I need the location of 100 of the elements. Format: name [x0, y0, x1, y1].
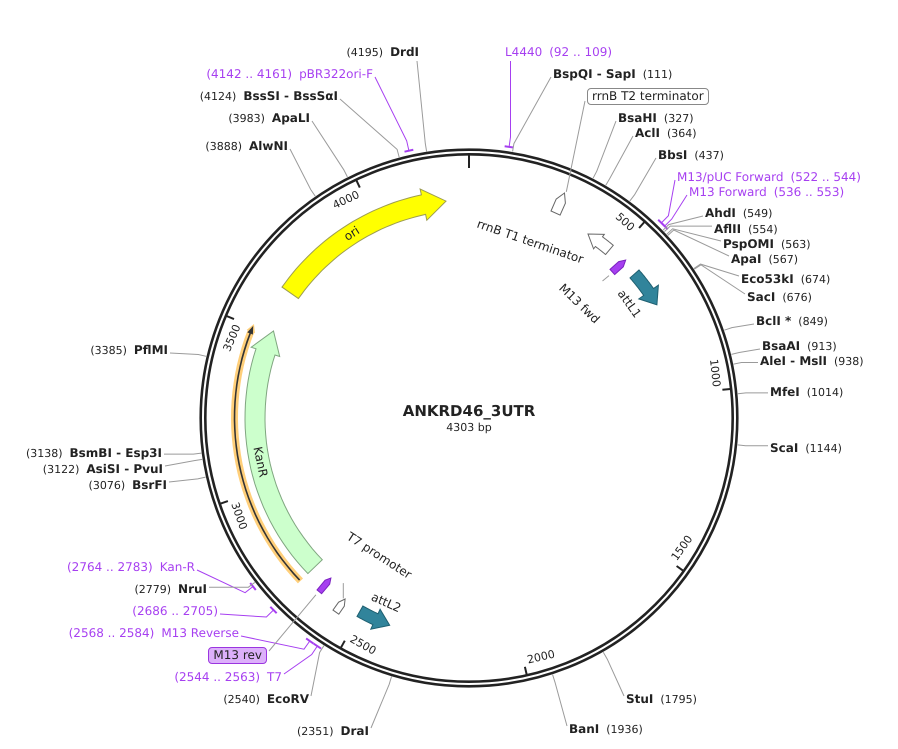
primer-range: (4142 .. 4161) [206, 67, 292, 81]
primer-symbol [316, 577, 332, 594]
enzyme-name: NruI [178, 582, 207, 596]
leader-line [602, 652, 624, 696]
enzyme-name: AsiSI - PvuI [86, 462, 163, 476]
promoter-symbol [332, 598, 346, 616]
enzyme-name: EcoRV [266, 692, 309, 706]
cut-site-position: (3138) [26, 447, 63, 461]
cut-site-position: (938) [834, 355, 864, 369]
cut-site-position: (4124) [200, 90, 236, 104]
enzyme-name: AflII [714, 222, 742, 236]
enzyme-name: BsmBI - Esp3I [70, 446, 162, 460]
tick-label: 500 [612, 210, 637, 234]
cut-site-position: (327) [664, 112, 694, 126]
cut-site-position: (111) [642, 68, 672, 82]
enzyme-name: StuI [626, 692, 654, 706]
plasmid-name: ANKRD46_3UTR [402, 402, 536, 420]
cut-site-position: (1936) [606, 723, 643, 737]
leader-line [310, 645, 324, 696]
feature-label: attL2 [370, 591, 404, 616]
cut-site-position: (2779) [134, 583, 172, 597]
cut-site-position: (1795) [660, 693, 697, 707]
leader-line [220, 606, 278, 618]
cut-site-position: (1014) [806, 386, 844, 400]
enzyme-name: ApaI [731, 252, 762, 266]
tick-label: 3500 [220, 322, 244, 354]
cut-site-position: (563) [780, 238, 811, 252]
primer-range: (522 .. 544) [790, 170, 861, 184]
cut-site-position: (3122) [42, 463, 80, 477]
leader-line [290, 148, 316, 197]
leader-line [552, 674, 568, 726]
leader-line [170, 352, 207, 357]
enzyme-name: BsaAI [762, 339, 800, 353]
cut-site-position: (549) [742, 207, 772, 221]
leader-line [724, 324, 754, 331]
tick-label: 1000 [706, 358, 723, 388]
primer-name: T7 [267, 670, 282, 684]
leader-line [664, 226, 712, 232]
primer-range: (2686 .. 2705) [132, 604, 218, 618]
leader-line [733, 362, 758, 365]
leader-line [370, 676, 392, 728]
tick-label: 3000 [228, 500, 250, 532]
leader-line [694, 264, 746, 294]
leader-line [629, 158, 656, 202]
leader-line [164, 452, 202, 455]
leader-line [666, 228, 722, 242]
primer-symbol [609, 259, 626, 276]
feature-label: ori [342, 224, 362, 244]
primer-name: M13 Forward [689, 185, 767, 199]
cut-site-position: (3076) [88, 479, 126, 493]
leader-line [512, 76, 552, 152]
feature-label: KanR [250, 446, 270, 479]
cut-site-position: (674) [800, 273, 830, 287]
primer-name: M13 Reverse [161, 626, 239, 640]
cut-site-position: (554) [748, 223, 778, 237]
enzyme-name: SacI [747, 290, 776, 304]
leader-line [374, 76, 414, 153]
enzyme-name: Eco53kI [741, 272, 794, 286]
primer-name: M13/pUC Forward [677, 170, 784, 184]
enzyme-name: BsrFI [132, 478, 167, 492]
primer-range: (2764 .. 2783) [67, 560, 153, 574]
cut-site-position: (676) [782, 291, 812, 305]
enzyme-name: AlwNI [249, 139, 288, 153]
tick-label: 2000 [526, 648, 556, 667]
cut-site-position: (437) [694, 149, 724, 163]
enzyme-name: ScaI [770, 441, 798, 455]
cut-site-position: (913) [807, 340, 837, 354]
cut-site-position: (849) [798, 315, 828, 329]
leader-line [416, 60, 428, 152]
enzyme-name: MfeI [770, 385, 800, 399]
leader-line [312, 120, 348, 178]
leader-line [667, 229, 730, 256]
leader-line [737, 444, 768, 446]
leader-line [240, 636, 314, 650]
primer-range: (2568 .. 2584) [68, 626, 154, 640]
leader-line [660, 194, 688, 230]
leader-line [602, 275, 610, 282]
leader-line [168, 476, 206, 482]
enzyme-name: AleI - MslI [760, 354, 828, 368]
enzyme-name: BspQI - SapI [553, 67, 636, 81]
leader-line [284, 642, 322, 674]
enzyme-name: DrdI [390, 45, 419, 59]
leader-line [196, 570, 257, 594]
cut-site-position: (3983) [228, 112, 265, 126]
enzyme-name: AhdI [705, 206, 736, 220]
primer-name: L4440 [505, 45, 542, 59]
primer-range: (536 .. 553) [774, 185, 844, 199]
primer-name: Kan-R [160, 560, 195, 574]
cut-site-position: (3888) [205, 140, 242, 154]
leader-line [566, 100, 586, 192]
leader-line [737, 392, 768, 394]
leader-line [164, 458, 203, 466]
cut-site-position: (2540) [223, 693, 260, 707]
cut-site-position: (1144) [805, 442, 842, 456]
leader-line [340, 98, 400, 158]
enzyme-name: AclI [635, 126, 660, 140]
enzyme-name: PspOMI [723, 237, 774, 251]
enzyme-name: BssSI - BssSαI [243, 89, 338, 103]
plasmid-size: 4303 bp [446, 421, 492, 434]
enzyme-name: BanI [569, 722, 600, 736]
